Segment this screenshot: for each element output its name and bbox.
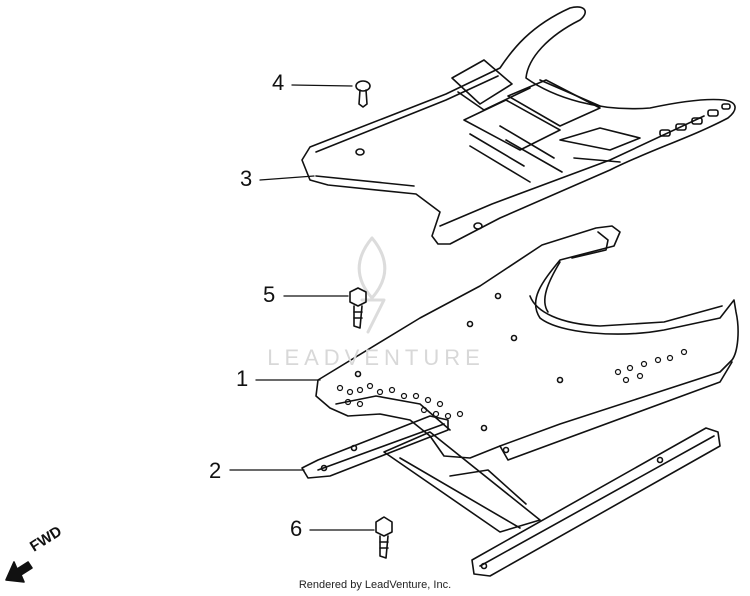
callout-2: 2 bbox=[209, 458, 222, 483]
part-2-side-rails bbox=[301, 415, 721, 577]
leader-lines bbox=[229, 84, 375, 531]
credit-text: Rendered by LeadVenture, Inc. bbox=[298, 579, 452, 591]
part-6-bolt bbox=[375, 516, 393, 559]
watermark-text: LEADVENTURE bbox=[267, 345, 485, 370]
part-4-screw bbox=[355, 80, 371, 108]
part-3-floor-mat bbox=[301, 6, 736, 245]
callout-1: 1 bbox=[236, 366, 249, 391]
part-5-bolt bbox=[349, 287, 367, 329]
callout-5: 5 bbox=[263, 282, 276, 307]
fwd-arrow-icon bbox=[5, 561, 33, 583]
leadventure-flame-logo bbox=[357, 236, 387, 334]
callout-4: 4 bbox=[272, 70, 285, 95]
callout-6: 6 bbox=[290, 516, 303, 541]
callout-3: 3 bbox=[240, 166, 253, 191]
vent-holes bbox=[336, 348, 688, 420]
part-1-floor-frame bbox=[315, 225, 739, 461]
